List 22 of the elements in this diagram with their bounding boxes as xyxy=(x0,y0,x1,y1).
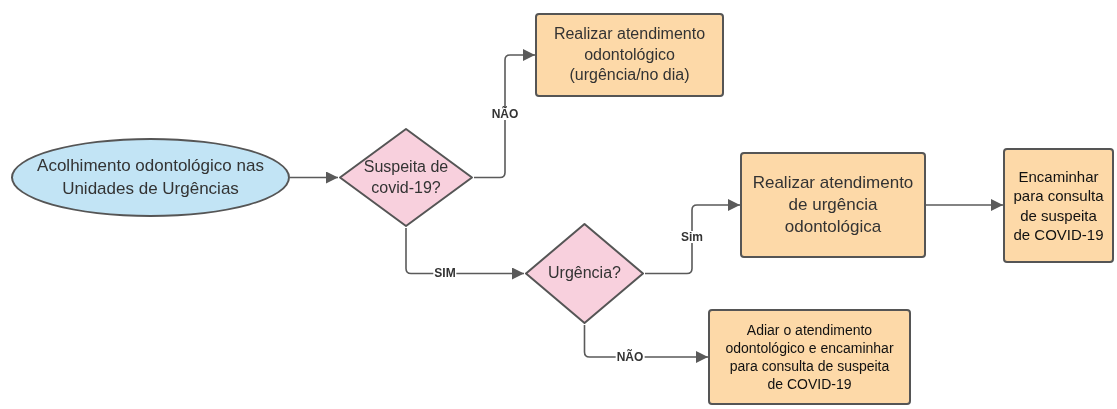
edge-label: SIM xyxy=(433,267,457,279)
arrow xyxy=(644,199,741,275)
step-text: Adiar o atendimento odontológico e encaminhar para consulta de suspeita de COVID-19 xyxy=(724,320,895,394)
process-box xyxy=(1003,148,1114,263)
edge-label: NÃO xyxy=(615,351,645,363)
decision-diamond xyxy=(524,222,645,325)
process-box xyxy=(740,152,926,258)
edge-label: NÃO xyxy=(490,108,520,120)
process-box xyxy=(535,13,724,97)
arrow xyxy=(289,171,339,184)
decision-text: Suspeita de covid-19? xyxy=(362,156,450,198)
step-text: Encaminhar para consulta de suspeita de COVID-19 xyxy=(1013,166,1104,245)
process-box xyxy=(708,309,911,405)
edge-label: Sim xyxy=(680,231,704,243)
step-text: Realizar atendimento odontológico (urgência/no dia) xyxy=(552,23,707,86)
step-text: Acolhimento odontológico nas Unidades de Urgências xyxy=(37,155,264,200)
decision-diamond xyxy=(338,127,474,228)
step-text: Realizar atendimento de urgência odontológica xyxy=(751,171,915,239)
arrow xyxy=(405,227,525,280)
decision-text: Urgência? xyxy=(548,263,621,284)
arrow xyxy=(925,199,1004,211)
arrow xyxy=(473,49,536,179)
